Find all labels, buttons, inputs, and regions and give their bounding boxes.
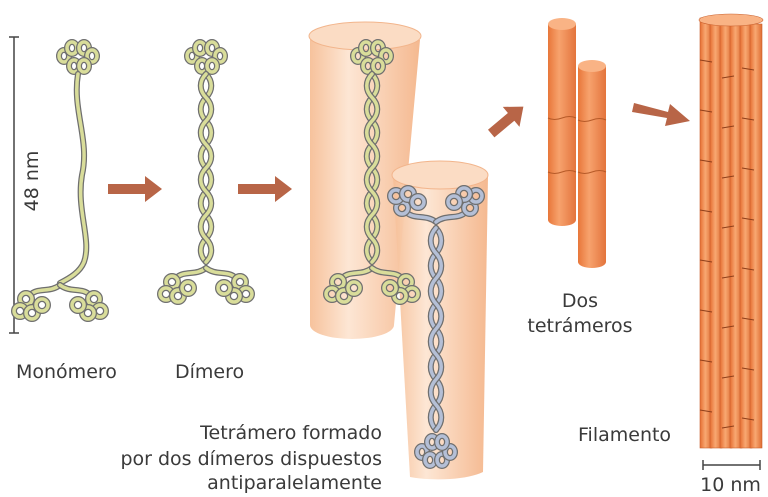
tetramer-label-line1: Tetrámero formado bbox=[150, 422, 382, 444]
filament-figure bbox=[699, 14, 763, 448]
scale-bar-10nm bbox=[703, 460, 760, 470]
arrow-icon bbox=[632, 103, 690, 126]
two-tetramers-figure bbox=[548, 18, 606, 268]
filament-label: Filamento bbox=[578, 424, 671, 446]
tetramer-label-line2: por dos dímeros dispuestos bbox=[82, 448, 382, 470]
scale-label-10nm: 10 nm bbox=[693, 474, 768, 496]
monomer-label: Monómero bbox=[16, 361, 117, 383]
dimer-label: Dímero bbox=[175, 361, 244, 383]
arrow-icon bbox=[483, 97, 532, 144]
two-tetramers-label-line2: tetrámeros bbox=[520, 315, 640, 337]
dimer-figure bbox=[160, 42, 252, 302]
arrow-icon bbox=[238, 176, 292, 202]
scale-bar-48nm bbox=[9, 37, 19, 333]
arrow-icon bbox=[108, 176, 162, 202]
scale-label-48nm: 48 nm bbox=[21, 147, 43, 215]
two-tetramers-label-line1: Dos bbox=[520, 290, 640, 312]
tetramer-label-line3: antiparalelamente bbox=[150, 472, 382, 494]
